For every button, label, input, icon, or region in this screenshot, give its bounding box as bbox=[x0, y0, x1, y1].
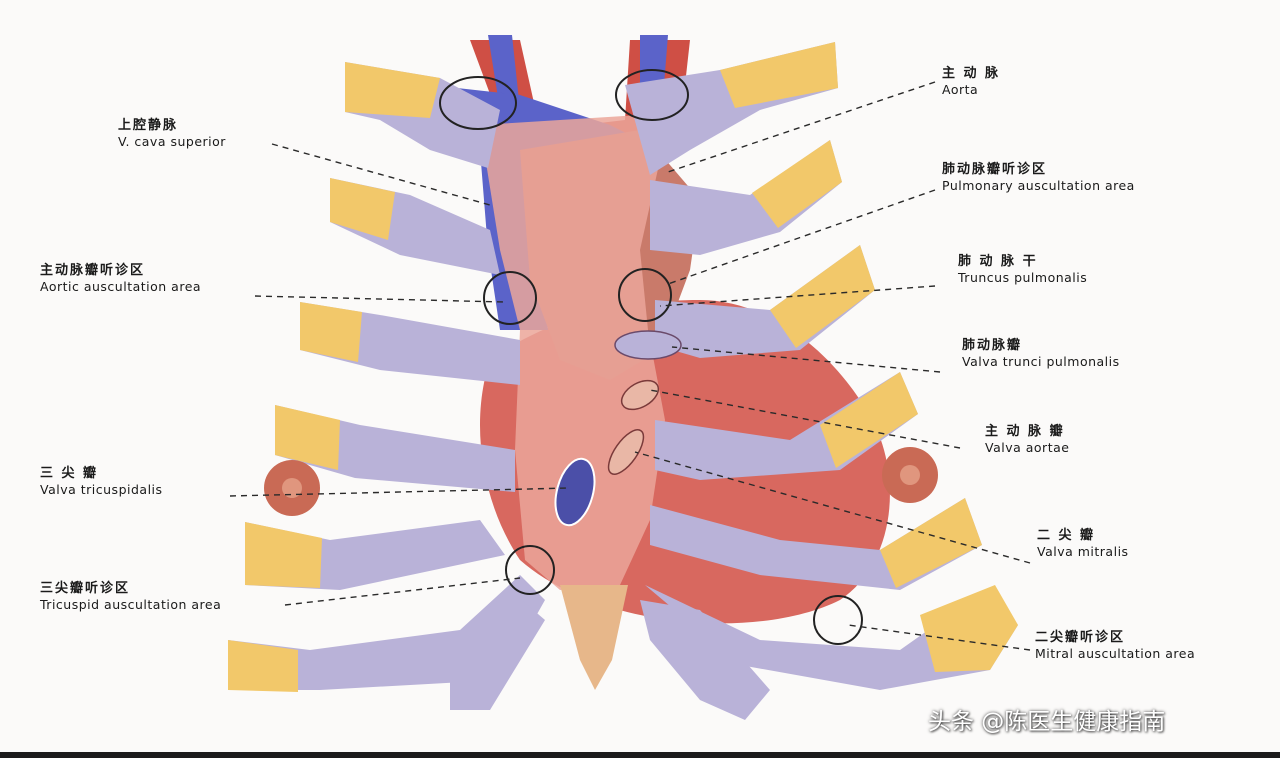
label-valva-mitralis: 二 尖 瓣 Valva mitralis bbox=[1037, 528, 1129, 560]
label-truncus-pulmonalis-zh: 肺 动 脉 干 bbox=[958, 254, 1038, 269]
label-tricuspid-area: 三尖瓣听诊区 Tricuspid auscultation area bbox=[40, 581, 221, 613]
right-ribs bbox=[228, 62, 545, 710]
label-vena-cava-superior-zh: 上腔静脉 bbox=[118, 118, 179, 133]
label-aorta: 主 动 脉 Aorta bbox=[942, 66, 1000, 98]
label-vena-cava-superior: 上腔静脉 V. cava superior bbox=[118, 118, 226, 150]
label-aorta-zh: 主 动 脉 bbox=[942, 66, 1001, 81]
left-ribs bbox=[625, 42, 1018, 720]
label-valva-tricuspidalis-zh: 三 尖 瓣 bbox=[40, 466, 99, 481]
label-mitral-area-en: Mitral auscultation area bbox=[1035, 646, 1196, 662]
label-tricuspid-area-zh: 三尖瓣听诊区 bbox=[40, 581, 131, 596]
bottom-bar bbox=[0, 752, 1280, 758]
label-mitral-area-zh: 二尖瓣听诊区 bbox=[1035, 630, 1126, 645]
right-nipple-center bbox=[282, 478, 302, 498]
leader-lines bbox=[229, 81, 1031, 651]
mitral-valve-shape bbox=[607, 429, 645, 475]
label-aortic-area-zh: 主动脉瓣听诊区 bbox=[40, 263, 146, 278]
label-valva-aortae-en: Valva aortae bbox=[985, 440, 1070, 456]
pulmonary-valve-shape bbox=[614, 330, 682, 360]
label-pulmonary-area-zh: 肺动脉瓣听诊区 bbox=[942, 162, 1048, 177]
label-truncus-pulmonalis-en: Truncus pulmonalis bbox=[958, 270, 1088, 286]
label-pulmonary-area: 肺动脉瓣听诊区 Pulmonary auscultation area bbox=[942, 162, 1135, 194]
auscultation-circles bbox=[439, 69, 863, 645]
label-tricuspid-area-en: Tricuspid auscultation area bbox=[40, 597, 222, 613]
label-valva-trunci-pulmonalis-zh: 肺动脉瓣 bbox=[962, 338, 1023, 353]
label-aortic-area: 主动脉瓣听诊区 Aortic auscultation area bbox=[40, 263, 201, 295]
label-valva-mitralis-en: Valva mitralis bbox=[1037, 544, 1129, 560]
label-mitral-area: 二尖瓣听诊区 Mitral auscultation area bbox=[1035, 630, 1195, 662]
label-aorta-en: Aorta bbox=[942, 82, 979, 98]
label-truncus-pulmonalis: 肺 动 脉 干 Truncus pulmonalis bbox=[958, 254, 1087, 286]
label-valva-aortae-zh: 主 动 脉 瓣 bbox=[985, 424, 1065, 439]
label-valva-tricuspidalis: 三 尖 瓣 Valva tricuspidalis bbox=[40, 466, 163, 498]
xiphoid-process bbox=[560, 585, 628, 690]
label-valva-trunci-pulmonalis-en: Valva trunci pulmonalis bbox=[962, 354, 1120, 370]
label-valva-mitralis-zh: 二 尖 瓣 bbox=[1037, 528, 1096, 543]
tricuspid-valve-shape bbox=[554, 457, 596, 527]
label-vena-cava-superior-en: V. cava superior bbox=[118, 134, 226, 150]
label-valva-tricuspidalis-en: Valva tricuspidalis bbox=[40, 482, 163, 498]
aortic-valve-shape bbox=[620, 379, 660, 411]
label-aortic-area-en: Aortic auscultation area bbox=[40, 279, 202, 295]
label-valva-aortae: 主 动 脉 瓣 Valva aortae bbox=[985, 424, 1069, 456]
label-pulmonary-area-en: Pulmonary auscultation area bbox=[942, 178, 1135, 194]
watermark: 头条 @陈医生健康指南 bbox=[928, 709, 1166, 735]
left-nipple-center bbox=[900, 465, 920, 485]
label-valva-trunci-pulmonalis: 肺动脉瓣 Valva trunci pulmonalis bbox=[962, 338, 1120, 370]
